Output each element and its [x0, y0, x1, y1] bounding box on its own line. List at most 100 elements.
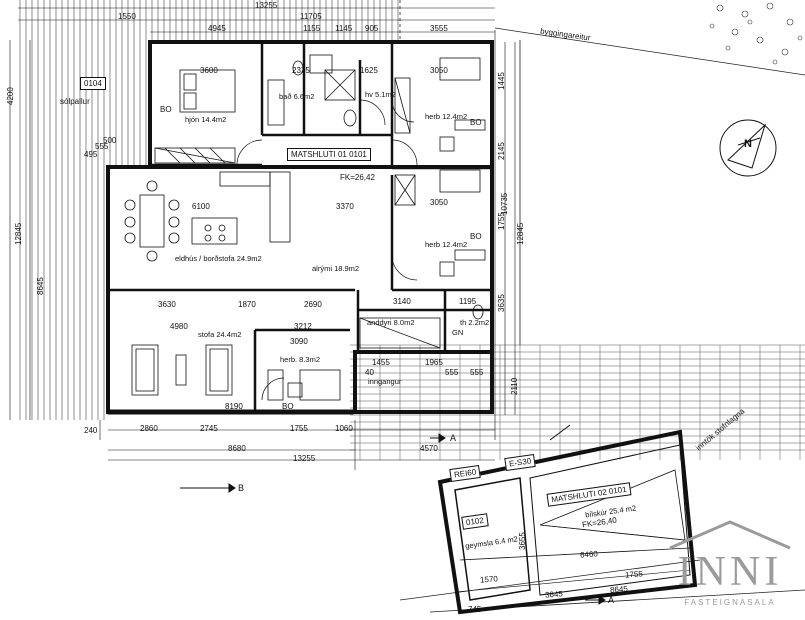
house-walls [106, 40, 494, 415]
dim-3635: 3635 [497, 294, 506, 312]
label-bo2: BO [470, 118, 482, 127]
dim-2690: 2690 [304, 300, 322, 309]
room-herb1: herb 12.4m2 [425, 112, 468, 121]
logo-sub: FASTEIGNASALA [684, 598, 776, 607]
dim-555a: 555 [445, 368, 459, 377]
label-inngangur: inngangur [368, 377, 402, 386]
dim-11705: 11705 [300, 12, 322, 21]
section-marks [180, 424, 606, 605]
label-0104: 0104 [80, 77, 106, 90]
dim-4570: 4570 [420, 444, 438, 453]
dim-495: 495 [84, 150, 98, 159]
dim-905: 905 [365, 24, 379, 33]
dim-1755b: 1755 [290, 424, 308, 433]
dim-4200: 4200 [6, 87, 15, 105]
cabinets [154, 77, 441, 349]
room-bad: bað 6.6m2 [279, 92, 315, 101]
dim-1155: 1155 [303, 24, 321, 33]
room-herb2: herb 12.4m2 [425, 240, 468, 249]
unit1-label: MATSHLUTI 01 0101 [287, 148, 371, 161]
dim-8680: 8680 [228, 444, 246, 453]
dim-2860: 2860 [140, 424, 158, 433]
dim-745: 745 [468, 605, 482, 614]
paving-grid [350, 344, 805, 460]
dim-2145: 2145 [497, 142, 506, 160]
dim-40: 40 [365, 368, 374, 377]
dim-1550: 1550 [118, 12, 136, 21]
dim-1570: 1570 [479, 574, 499, 585]
dim-1445: 1445 [497, 72, 506, 90]
dim-3370: 3370 [336, 202, 354, 211]
room-hv: hv 5.1m2 [365, 90, 396, 99]
dim-3140: 3140 [393, 297, 411, 306]
dim-1625: 1625 [360, 66, 378, 75]
dim-1965: 1965 [425, 358, 443, 367]
dim-13255-top: 13255 [255, 1, 278, 10]
dimension-lines [9, 7, 516, 470]
bath-fixtures [267, 54, 484, 320]
section-a1: A [450, 433, 457, 443]
sofas [131, 344, 233, 396]
dim-1145: 1145 [335, 24, 353, 33]
dim-1195: 1195 [459, 297, 477, 306]
dim-3050b: 3050 [430, 198, 448, 207]
dim-555b: 555 [470, 368, 484, 377]
label-bo3: BO [470, 232, 482, 241]
dim-2375: 2375 [292, 66, 310, 75]
dim-500: 500 [103, 136, 117, 145]
deck-hatching [19, 0, 399, 420]
dim-3630: 3630 [158, 300, 176, 309]
dim-2110: 2110 [510, 377, 519, 395]
label-solpallur: sólpallur [60, 97, 90, 106]
dim-3212: 3212 [294, 322, 312, 331]
room-herb3: herb. 8.3m2 [280, 355, 321, 364]
dim-1455: 1455 [372, 358, 390, 367]
room-alrymi: alrými 18.9m2 [312, 264, 360, 273]
dim-8645g: 8645 [609, 584, 629, 595]
dim-555c: 555 [95, 142, 109, 151]
room-gn: GN [452, 328, 464, 337]
interior-walls [110, 44, 490, 410]
dim-3655: 3655 [518, 532, 527, 550]
dim-8645: 8645 [36, 277, 45, 295]
dining-table [124, 180, 180, 262]
dim-2745: 2745 [200, 424, 218, 433]
dim-3555: 3555 [430, 24, 448, 33]
logo-word: INNI [677, 549, 783, 595]
dim-3645: 3645 [544, 589, 564, 600]
dim-6460: 6460 [579, 549, 599, 560]
section-a2: A [608, 595, 615, 605]
dim-4945: 4945 [208, 24, 226, 33]
compass-n: N [744, 138, 752, 150]
dim-13255-bottom: 13255 [293, 454, 316, 463]
room-eldhus: eldhús / borðstofa 24.9m2 [175, 254, 262, 263]
dim-4980: 4980 [170, 322, 188, 331]
beds [179, 57, 481, 401]
north-arrow-icon [719, 119, 777, 177]
label-bo1: BO [160, 105, 172, 114]
dim-6100: 6100 [192, 202, 210, 211]
dim-8190: 8190 [225, 402, 243, 411]
logo-roof-icon [669, 520, 791, 550]
room-stofa: stofa 24.4m2 [198, 330, 242, 339]
label-bo4: BO [282, 402, 294, 411]
dim-1870: 1870 [238, 300, 256, 309]
trees [709, 2, 803, 65]
desks [267, 119, 486, 401]
dim-1060: 1060 [335, 424, 353, 433]
room-hjon: hjón 14.4m2 [185, 115, 227, 124]
dim-3600: 3600 [200, 66, 218, 75]
dim-12845-right: 12845 [516, 222, 525, 245]
dim-1755g: 1755 [624, 569, 644, 580]
room-th: th 2.2m2 [460, 318, 490, 327]
dim-240: 240 [84, 426, 98, 435]
dim-3090: 3090 [290, 337, 308, 346]
dim-12845-left: 12845 [14, 222, 23, 245]
plot-lines [399, 0, 805, 613]
dim-1755r: 1755 [497, 212, 506, 230]
dim-3050a: 3050 [430, 66, 448, 75]
unit1-fk: FK=26,42 [340, 173, 375, 182]
room-anddyri: anddyri 8.0m2 [367, 318, 415, 327]
section-b: B [238, 483, 245, 493]
